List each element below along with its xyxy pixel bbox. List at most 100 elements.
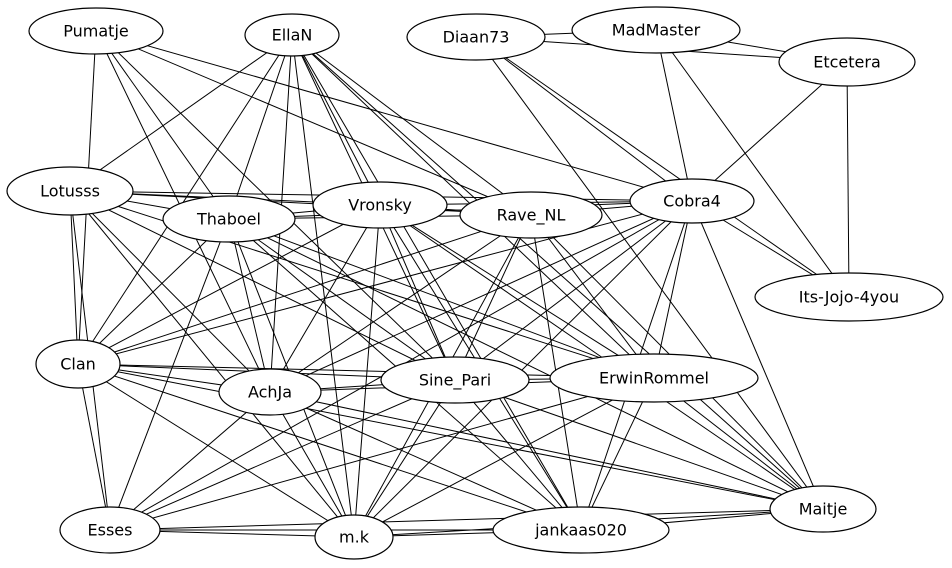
node-ellipse (244, 13, 340, 57)
edge-pumatje-rave_nl (95, 30, 532, 216)
edge-lotusss-sinepari (69, 190, 456, 381)
node-erwinrommel[interactable]: ErwinRommel (549, 353, 759, 403)
edge-sinepari-esses (109, 379, 456, 531)
node-label: Etcetera (813, 53, 881, 72)
node-label: Its-Jojo-4you (799, 288, 899, 307)
node-maitje[interactable]: Maitje (769, 485, 877, 533)
node-thaboel[interactable]: Thaboel (162, 195, 296, 243)
node-label: Sine_Pari (419, 371, 491, 391)
node-label: AchJa (248, 383, 292, 402)
edge-clan-esses (77, 363, 111, 531)
edge-thaboel-clan (77, 218, 230, 365)
edge-thaboel-achja (228, 218, 271, 393)
node-label: Rave_NL (497, 206, 566, 226)
node-ellipse (218, 368, 322, 416)
node-ellipse (778, 37, 916, 87)
edge-ellan-lotusss (69, 34, 293, 192)
node-ellipse (59, 506, 161, 554)
edge-ellan-rave_nl (291, 34, 532, 216)
node-label: jankaas020 (534, 521, 627, 540)
edge-lotusss-mk (69, 190, 355, 538)
node-cobra4[interactable]: Cobra4 (629, 178, 755, 224)
node-ellipse (162, 195, 296, 243)
node-ellipse (314, 514, 394, 560)
edge-ellan-thaboel (228, 34, 293, 220)
node-clan[interactable]: Clan (35, 339, 121, 389)
node-ellipse (549, 353, 759, 403)
edges-layer (69, 29, 850, 538)
node-ellipse (629, 178, 755, 224)
node-esses[interactable]: Esses (59, 506, 161, 554)
node-ellipse (571, 6, 741, 54)
node-ellipse (769, 485, 877, 533)
edge-achja-mk (269, 391, 355, 538)
edge-thaboel-erwinrommel (228, 218, 655, 379)
edge-clan-maitje (77, 363, 824, 510)
node-label: Diaan73 (443, 28, 510, 47)
edge-thaboel-sinepari (228, 218, 456, 381)
nodes-layer: Pumatje EllaN Diaan73 MadMasterEtceteraLotu… (6, 6, 944, 560)
node-vronsky[interactable]: Vronsky (312, 181, 448, 229)
edge-thaboel-maitje (228, 218, 824, 510)
node-rave_nl[interactable]: Rave_NL (459, 191, 603, 239)
node-ellipse (35, 339, 121, 389)
edge-sinepari-maitje (454, 379, 824, 510)
node-etcetera[interactable]: Etcetera (778, 37, 916, 87)
node-lotusss[interactable]: Lotusss (6, 166, 134, 216)
edge-rave_nl-achja (269, 214, 532, 393)
node-ellipse (28, 7, 164, 55)
edge-cobra4-achja (269, 200, 693, 393)
node-pumatje[interactable]: Pumatje (28, 7, 164, 55)
edge-etcetera-itsjojo (846, 61, 850, 298)
node-itsjojo[interactable]: Its-Jojo-4you (754, 272, 944, 322)
node-ellipse (380, 356, 530, 404)
node-ellipse (459, 191, 603, 239)
node-label: Esses (88, 521, 133, 540)
node-label: Vronsky (348, 196, 412, 215)
node-label: m.k (339, 528, 370, 547)
edge-cobra4-sinepari (454, 200, 693, 381)
edge-diaan73-itsjojo (475, 36, 850, 298)
node-diaan73[interactable]: Diaan73 (406, 13, 546, 61)
edge-vronsky-erwinrommel (379, 204, 655, 379)
node-achja[interactable]: AchJa (218, 368, 322, 416)
edge-pumatje-cobra4 (95, 30, 693, 202)
edge-rave_nl-sinepari (454, 214, 532, 381)
edge-pumatje-thaboel (95, 30, 230, 220)
node-label: Clan (60, 355, 96, 374)
edge-achja-esses (109, 391, 271, 531)
edge-cobra4-maitje (691, 200, 824, 510)
edge-lotusss-clan (69, 190, 79, 365)
edge-thaboel-esses (109, 218, 230, 531)
node-label: Pumatje (63, 22, 128, 41)
edge-etcetera-cobra4 (691, 61, 848, 202)
edge-cobra4-erwinrommel (653, 200, 693, 379)
edge-diaan73-maitje (475, 36, 824, 510)
node-ellipse (6, 166, 134, 216)
edge-cobra4-mk (353, 200, 693, 538)
node-label: Cobra4 (663, 192, 721, 211)
edge-erwinrommel-esses (109, 377, 655, 531)
edge-diaan73-cobra4 (475, 36, 693, 202)
node-sinepari[interactable]: Sine_Pari (380, 356, 530, 404)
edge-ellan-maitje (291, 34, 824, 510)
edge-ellan-vronsky (291, 34, 381, 206)
node-ellipse (312, 181, 448, 229)
node-ellipse (406, 13, 546, 61)
edge-sinepari-mk (353, 379, 456, 538)
edge-ellan-jankaas (291, 34, 582, 531)
node-mk[interactable]: m.k (314, 514, 394, 560)
edge-lotusss-rave_nl (69, 190, 532, 216)
node-jankaas[interactable]: jankaas020 (492, 506, 670, 554)
edge-erwinrommel-jankaas (580, 377, 655, 531)
edge-lotusss-achja (69, 190, 271, 393)
node-label: Thaboel (196, 210, 261, 229)
edge-rave_nl-clan (77, 214, 532, 365)
node-label: EllaN (272, 26, 313, 45)
node-madmaster[interactable]: MadMaster (571, 6, 741, 54)
edge-esses-maitje (109, 508, 824, 531)
edge-achja-jankaas (269, 391, 582, 531)
node-ellan[interactable]: EllaN (244, 13, 340, 57)
edge-sinepari-jankaas (454, 379, 582, 531)
